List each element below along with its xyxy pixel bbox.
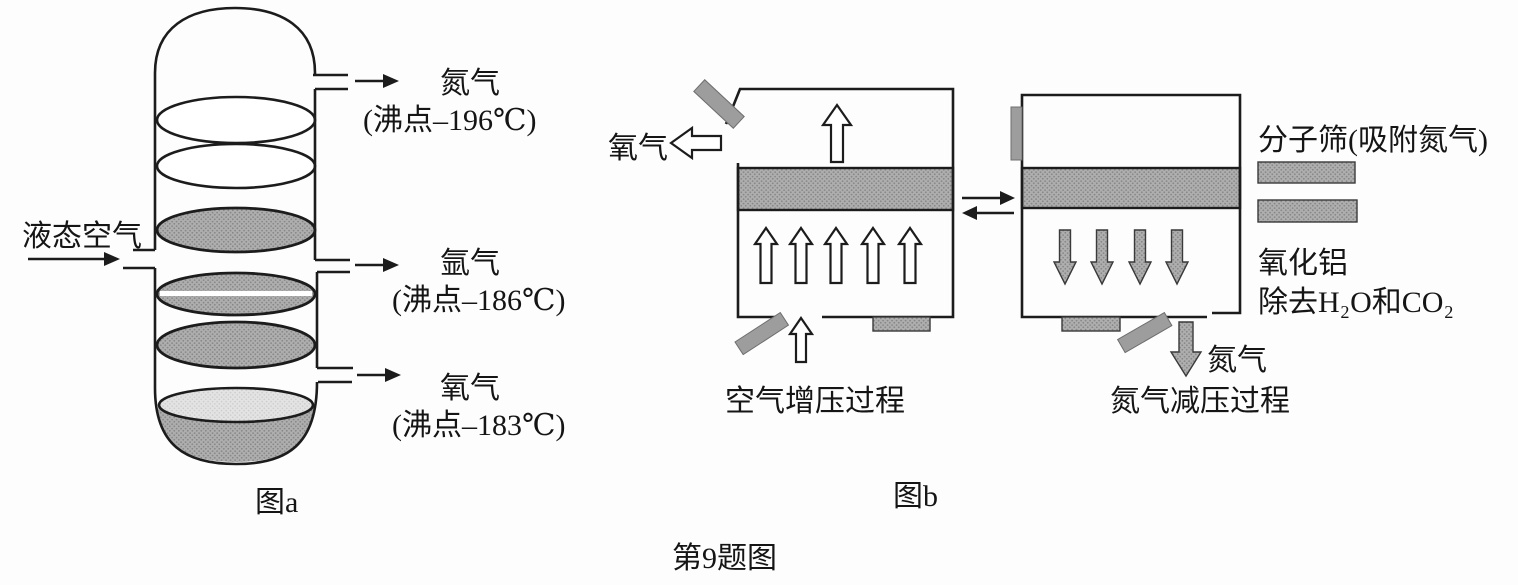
pressurization-vessel: 氧气 空气增压过程 (608, 79, 955, 418)
molecular-sieve-legend-label: 分子筛(吸附氮气) (1258, 124, 1488, 157)
oxygen-outlet-pipe (317, 366, 353, 384)
nitrogen-exit-arrow-icon (1169, 321, 1203, 378)
oxygen-bp-label: (沸点–183℃) (392, 409, 566, 442)
argon-bp-label: (沸点–186℃) (392, 284, 566, 317)
bottom-liquid-surface (157, 386, 315, 424)
liquid-air-arrowhead-icon (104, 252, 120, 266)
alumina-legend-label-line1: 氧化铝 (1258, 247, 1348, 280)
bottom-port-right-vessel (1061, 316, 1121, 332)
oxygen-gas-label: 氧气 (440, 372, 500, 405)
down-arrow-4-icon (1164, 229, 1190, 286)
argon-outlet-arrowhead-icon (383, 258, 399, 272)
page-caption: 第9题图 (672, 542, 777, 575)
molecular-sieve-band-right (1020, 166, 1242, 210)
nitrogen-outlet-arrowhead-icon (383, 74, 399, 88)
nitrogen-gas-label: 氮气 (440, 67, 500, 100)
tray-1 (155, 95, 317, 145)
tray-2 (155, 142, 317, 190)
up-arrow-4-icon (859, 226, 887, 285)
oxygen-out-arrow-icon (669, 125, 723, 161)
nitrogen-bp-label: (沸点–196℃) (363, 104, 537, 137)
bottom-right-valve (1116, 311, 1173, 354)
bottom-left-valve (734, 311, 790, 356)
liquid-air-label: 液态空气 (22, 220, 142, 253)
liquid-air-inlet-pipe (123, 248, 155, 270)
argon-gas-label: 氩气 (440, 247, 500, 280)
legend: 分子筛(吸附氮气) 氧化铝 除去H₂O和CO₂ (1257, 124, 1488, 319)
down-arrow-3-icon (1127, 229, 1153, 286)
nitrogen-product-label: 氮气 (1207, 344, 1267, 377)
alumina-legend-label-line2: 除去H₂O和CO₂ (1258, 286, 1454, 319)
depressurization-caption: 氮气减压过程 (1110, 385, 1290, 418)
pressurization-caption: 空气增压过程 (725, 385, 905, 418)
up-arrow-above-sieve-icon (820, 103, 854, 164)
figure-b-psa-diagram: 氧气 空气增压过程 氮气 氮气减压过程 (608, 79, 1488, 513)
sieve-legend-bar-2 (1257, 199, 1358, 223)
depressurization-vessel-outline (1020, 93, 1242, 319)
up-arrow-5-icon (896, 226, 924, 285)
reversible-exchange-arrows (962, 191, 1015, 220)
down-arrow-1-icon (1052, 229, 1078, 286)
tray-4-liquid-line (160, 291, 312, 296)
figure-b-caption: 图b (893, 480, 938, 513)
column-bottom-bowl (153, 381, 319, 466)
sieve-legend-bar-1 (1257, 161, 1356, 184)
figure-a-caption: 图a (255, 486, 298, 519)
down-arrow-2-icon (1089, 229, 1115, 286)
tray-5 (155, 320, 317, 370)
tray-3 (155, 206, 317, 254)
air-inlet-arrow-icon (787, 316, 815, 364)
column-outline-upper (153, 6, 317, 250)
bottom-port-left-vessel (872, 316, 931, 332)
forward-arrowhead-icon (1000, 191, 1015, 205)
argon-outlet-pipe (315, 258, 350, 274)
oxygen-outlet-arrowhead-icon (385, 368, 401, 382)
top-left-valve (693, 79, 745, 129)
nitrogen-outlet-pipe (313, 73, 348, 91)
up-arrow-3-icon (822, 226, 850, 285)
left-side-port (1010, 106, 1023, 161)
oxygen-product-label: 氧气 (608, 132, 668, 165)
up-arrow-1-icon (752, 226, 780, 285)
figure-a-distillation-column: 液态空气 氮气 (沸点–196℃) 氩气 (沸点–186℃) 氧气 (沸点–18… (22, 6, 566, 519)
up-arrow-2-icon (787, 226, 815, 285)
depressurization-vessel: 氮气 氮气减压过程 (1010, 93, 1290, 418)
reverse-arrowhead-icon (962, 206, 977, 220)
molecular-sieve-band-left (736, 166, 955, 212)
